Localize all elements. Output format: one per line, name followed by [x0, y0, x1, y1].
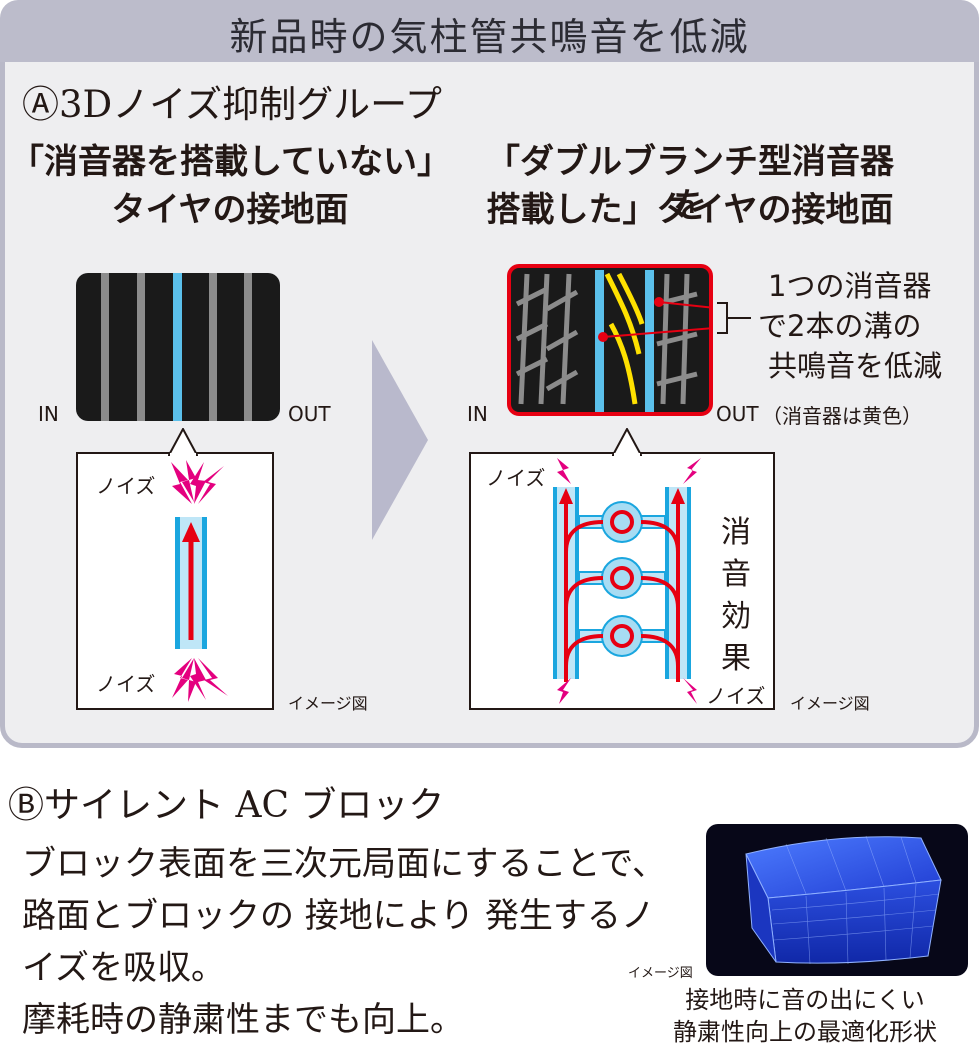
noise-bolts-top	[171, 460, 224, 504]
block-caption: 接地時に音の出にくい 静粛性向上の最適化形状	[640, 984, 970, 1048]
right-caption-line1: 「ダブルブランチ型消音器を	[486, 142, 894, 226]
block-3d-image	[706, 824, 968, 976]
section-b-title: Ⓑサイレント AC ブロック	[8, 785, 445, 826]
right-label-in: IN	[467, 402, 488, 426]
body-line-1: ブロック表面を三次元局面にすることで、	[22, 844, 666, 884]
right-zoom-pointer	[612, 428, 642, 456]
callout-note: （消音器は黄色）	[762, 404, 922, 428]
left-image-note: イメージ図	[288, 694, 368, 713]
groove-right-blue	[645, 270, 654, 412]
block-front-face	[767, 879, 942, 964]
right-caption-line2: 搭載した」タイヤの接地面	[486, 190, 894, 230]
left-label-in: IN	[38, 402, 59, 426]
callout-line3: 共鳴音を低減	[768, 349, 943, 383]
left-noise-bottom-label: ノイズ	[96, 672, 156, 696]
left-noise-top-label: ノイズ	[96, 474, 156, 498]
right-zoom-diagram	[553, 458, 701, 704]
body-line-4: 摩耗時の静粛性までも向上。	[22, 1000, 464, 1040]
flow-arrows	[564, 500, 680, 682]
left-caption-line1: 「消音器を搭載していない」	[10, 142, 451, 182]
section-b-body: ブロック表面を三次元局面にすることで、 路面とブロックの 接地により 発生するノ…	[22, 838, 666, 1046]
noise-bolts	[557, 458, 701, 704]
body-line-3: イズを吸収。	[22, 948, 225, 988]
header-bar	[0, 0, 979, 62]
block-caption-line1: 接地時に音の出にくい	[685, 986, 925, 1014]
callout-line2: で2本の溝の	[758, 309, 922, 343]
effect-label: 消 音 効 果	[716, 512, 756, 680]
right-noise-top-label: ノイズ	[486, 466, 546, 490]
noise-bolts-bottom	[172, 658, 228, 702]
left-zoom-diagram	[171, 460, 228, 702]
left-zoom-pointer	[168, 428, 198, 456]
effect-char-3: 効	[721, 599, 751, 634]
block-side-face	[745, 853, 777, 963]
section-a-title: Ⓐ3Dノイズ抑制グループ	[22, 83, 442, 126]
left-tread-image	[76, 273, 280, 421]
effect-char-4: 果	[721, 641, 751, 676]
groove-left-blue	[595, 270, 604, 412]
silencer-yellow	[604, 272, 645, 405]
body-line-2: 路面とブロックの 接地により 発生するノ	[22, 896, 655, 936]
groove-1	[101, 273, 109, 421]
groove-3-highlighted	[173, 273, 182, 421]
callout-line1: 1つの消音器	[768, 269, 932, 303]
left-label-out: OUT	[288, 402, 331, 426]
header-title: 新品時の気柱管共鳴音を低減	[229, 15, 750, 59]
groove-5	[244, 273, 252, 421]
right-tread-image	[507, 264, 713, 416]
effect-char-1: 消	[721, 515, 751, 550]
groove-2	[137, 273, 145, 421]
transition-arrow-icon	[372, 340, 428, 540]
right-image-note: イメージ図	[790, 694, 870, 713]
groove-4	[209, 273, 217, 421]
block-image-note: イメージ図	[628, 966, 693, 981]
block-caption-line2: 静粛性向上の最適化形状	[673, 1018, 937, 1046]
callout-bracket	[717, 302, 751, 334]
right-label-out: OUT	[716, 402, 759, 426]
left-caption-line2: タイヤの接地面	[111, 190, 349, 230]
right-noise-bottom-label: ノイズ	[706, 684, 766, 708]
effect-char-2: 音	[721, 557, 751, 592]
